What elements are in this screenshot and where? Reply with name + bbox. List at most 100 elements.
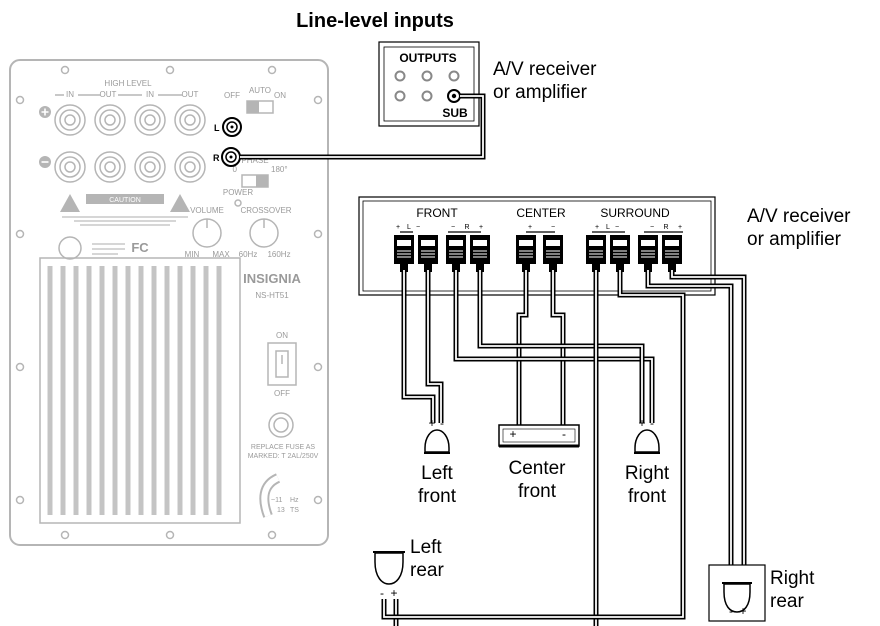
wire-left-front-minus: [425, 270, 444, 423]
right-front-label-line1: Right: [625, 463, 670, 484]
wire-center-minus: [550, 270, 566, 426]
svg-text:+: +: [528, 224, 532, 231]
receiver-terminal-panel: FRONT CENTER SURROUND + L − − R + + − + …: [358, 196, 716, 296]
receiver-caption-line1: A/V receiver: [747, 206, 851, 227]
auto-label: AUTO: [249, 86, 271, 95]
svg-text:−: −: [615, 224, 619, 231]
switch-on-label: ON: [276, 331, 288, 340]
speaker-left-rear-icon: [374, 552, 404, 585]
svg-text:−: −: [416, 224, 420, 231]
speaker-left-rear: - + Left rear: [373, 537, 444, 600]
center-group-label: CENTER: [516, 206, 566, 220]
subwoofer-panel: HIGH LEVEL IN OUT IN OUT OFF AUTO ON PHA…: [9, 59, 329, 546]
svg-text:−: −: [451, 224, 455, 231]
center-front-label-line2: front: [518, 481, 557, 502]
wire-right-rear-minus: [645, 270, 734, 617]
fuse-label-line2: MARKED: T 2AL/250V: [248, 453, 319, 460]
svg-text:L: L: [606, 224, 610, 231]
speaker-right-rear: - + Right rear: [708, 564, 815, 622]
fc-logo: FC: [131, 240, 149, 255]
svg-text:+: +: [396, 224, 400, 231]
svg-text:-: -: [729, 604, 733, 618]
speaker-wires: [381, 270, 747, 626]
cert-text-lines: [92, 243, 125, 255]
left-rear-label-line2: rear: [410, 560, 444, 581]
fuse-holder: [268, 412, 294, 438]
wire-left-front-plus: [401, 270, 436, 423]
svg-text:-: -: [440, 416, 444, 430]
caution-label: CAUTION: [109, 197, 141, 204]
out-right-label: OUT: [182, 90, 199, 99]
svg-text:R: R: [663, 224, 668, 231]
in-left-label: IN: [66, 90, 74, 99]
outputs-panel-inner: [383, 46, 475, 122]
speaker-left-front-icon: [424, 429, 450, 453]
left-front-label-line1: Left: [421, 463, 453, 484]
wire-right-front-plus: [477, 270, 645, 423]
right-front-label-line2: front: [628, 486, 667, 507]
max-label: MAX: [212, 250, 230, 259]
surround-group-label: SURROUND: [600, 206, 670, 220]
svg-text:-: -: [562, 427, 566, 441]
jack-l-label: L: [214, 123, 220, 133]
terminal-clip: [446, 235, 466, 272]
brand-logo: INSIGNIA: [243, 271, 301, 286]
svg-text:-: -: [650, 416, 654, 430]
speaker-left-front: + - Left front: [418, 416, 457, 507]
svg-text:L: L: [407, 224, 411, 231]
svg-text:+: +: [638, 416, 645, 430]
receiver-caption-line2: or amplifier: [747, 229, 842, 250]
terminal-clip: [586, 235, 606, 272]
model-label: NS-HT51: [255, 291, 289, 300]
speaker-center-front: + - Center front: [498, 424, 580, 502]
subwoofer-cable: [240, 93, 486, 160]
heat-sink: [39, 257, 241, 524]
binding-posts: [54, 104, 206, 183]
power-led-icon: [234, 199, 242, 207]
jack-r-label: R: [213, 153, 220, 163]
center-front-label-line1: Center: [508, 458, 566, 479]
svg-text:−: −: [650, 224, 654, 231]
warning-right-icon: [170, 194, 190, 212]
svg-text:+: +: [479, 224, 483, 231]
caution-text-lines: [62, 216, 188, 226]
hz160-label: 160Hz: [267, 250, 290, 259]
outputs-caption-line1: A/V receiver: [493, 59, 597, 80]
front-group-label: FRONT: [416, 206, 458, 220]
wire-right-front-minus: [453, 270, 655, 423]
caution-banner: [86, 194, 164, 204]
speaker-right-rear-icon: [723, 583, 751, 613]
fuse-label-line1: REPLACE FUSE AS: [251, 444, 316, 451]
svg-text:+: +: [595, 224, 599, 231]
right-rear-label-line1: Right: [770, 568, 815, 589]
phase-label: PHASE: [241, 156, 268, 165]
terminal-clip: [543, 235, 563, 272]
wire-right-rear-plus: [669, 270, 747, 617]
heat-sink-fins: [47, 266, 222, 515]
high-level-label: HIGH LEVEL: [104, 79, 152, 88]
svg-text:+: +: [428, 416, 435, 430]
on-label: ON: [274, 91, 286, 100]
power-label: POWER: [223, 188, 253, 197]
svg-text:+: +: [509, 427, 516, 441]
hz60-label: 60Hz: [239, 250, 258, 259]
svg-text:−: −: [551, 224, 555, 231]
speaker-right-front-icon: [634, 429, 660, 453]
volume-label: VOLUME: [190, 206, 224, 215]
voltage-line1: ~11: [271, 497, 282, 504]
warning-left-icon: [60, 194, 80, 212]
left-rear-label-line1: Left: [410, 537, 442, 558]
svg-text:R: R: [464, 224, 469, 231]
mounting-holes: [15, 65, 323, 540]
right-rear-label-line2: rear: [770, 591, 804, 612]
switch-off-label: OFF: [274, 389, 290, 398]
crossover-label: CROSSOVER: [240, 206, 291, 215]
diagram-title: Line-level inputs: [296, 10, 454, 32]
speaker-right-front: + - Right front: [625, 416, 670, 507]
phase-0-label: 0: [233, 165, 238, 174]
power-switch: [267, 342, 297, 386]
outputs-heading: OUTPUTS: [399, 51, 456, 65]
outputs-panel: OUTPUTS SUB: [378, 41, 480, 127]
left-front-label-line2: front: [418, 486, 457, 507]
